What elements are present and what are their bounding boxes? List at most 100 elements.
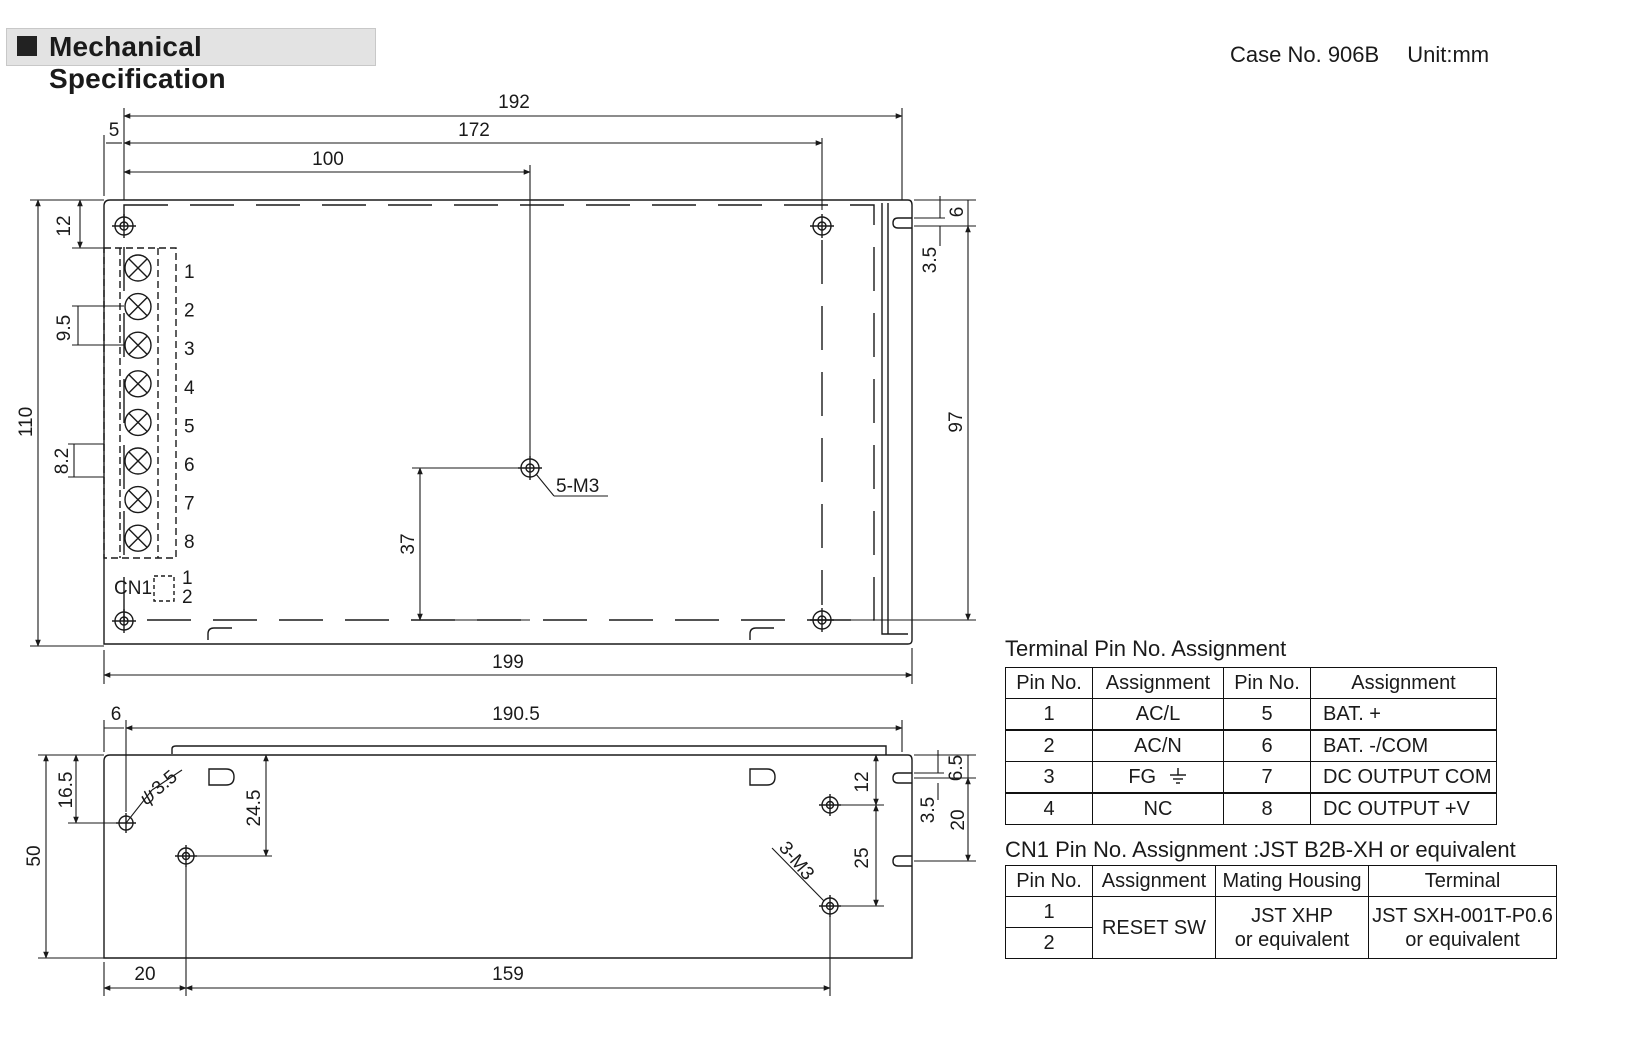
cn1-pin-table: Pin No. Assignment Mating Housing Termin… [1005,865,1557,959]
pin-number: 1 [1005,896,1093,928]
mounting-hole [112,609,136,633]
table-row: 2 AC/N 6 BAT. -/COM [1005,729,1497,762]
dim-6-5: 6.5 [946,755,967,781]
terminal-pin-label: 6 [184,455,195,476]
top-view-labels: 192 172 5 100 110 12 9.5 8.2 6 3.5 97 37… [16,92,968,673]
column-header: Assignment [1092,865,1216,897]
table-header-row: Pin No. Assignment Pin No. Assignment [1005,667,1497,699]
dim-159: 159 [492,964,524,985]
terminal-pin-label: 4 [184,378,195,399]
side-view-outline [103,754,913,959]
dim-25: 25 [852,847,873,868]
column-header: Pin No. [1005,667,1093,699]
mounting-hole [518,456,542,480]
pin-number: 6 [1223,729,1311,762]
column-header: Pin No. [1005,865,1093,897]
dim-3-5-side: 3.5 [918,797,939,823]
screw-terminal [124,370,152,398]
dim-12-side: 12 [852,771,873,792]
column-header: Terminal [1368,865,1557,897]
vent-slot [749,768,776,786]
hidden-outline [123,204,875,621]
ground-icon [1169,767,1186,784]
pin-assignment: AC/N [1092,729,1224,762]
mounting-slot [892,855,912,867]
table-header-row: Pin No. Assignment Mating Housing Termin… [1005,865,1557,897]
column-header: Mating Housing [1215,865,1369,897]
dim-190-5: 190.5 [492,704,540,725]
table-row: 1 AC/L 5 BAT. + [1005,698,1497,731]
pin-assignment-fg: FG [1092,761,1224,794]
dim-12: 12 [54,215,75,236]
dim-37: 37 [398,533,419,554]
pin-number: 2 [1005,927,1093,959]
housing-line: JST XHP [1251,904,1333,927]
dim-9-5: 9.5 [54,315,75,341]
screw-terminal [124,254,152,282]
mounting-hole [175,845,197,867]
square-bullet-icon [17,36,37,56]
pin-assignment: BAT. -/COM [1310,729,1497,762]
screw-terminal [124,408,152,437]
cn1-pin-label: 1 [182,568,193,589]
terminal-screws [124,254,152,552]
terminal-pin-label: 7 [184,494,195,515]
terminal-pin-table: Pin No. Assignment Pin No. Assignment 1 … [1005,667,1497,825]
cn1-pin-label: 2 [182,587,193,608]
pin-number: 2 [1005,729,1093,762]
pin-assignment: DC OUTPUT COM [1310,761,1497,794]
terminal-pin-label: 3 [184,339,195,360]
vent-slot [208,768,235,786]
housing-line: or equivalent [1234,928,1350,951]
pin-number: 1 [1005,698,1093,731]
pin-number: 8 [1223,792,1311,825]
pin-number: 7 [1223,761,1311,794]
terminal-line: or equivalent [1405,928,1520,951]
cn1-label: CN1 [114,578,152,599]
top-view-holes [112,214,834,633]
side-view-dimensions [38,720,976,996]
dim-6-side: 6 [111,704,122,725]
top-view-outline [103,199,913,645]
pin-number: 4 [1005,792,1093,825]
dim-100: 100 [312,149,344,170]
dim-97: 97 [946,411,967,432]
terminal-pin-label: 1 [184,262,195,283]
mounting-hole [819,895,841,917]
top-view [103,199,913,645]
terminal-pin-label: 8 [184,532,195,553]
pin-assignment: AC/L [1092,698,1224,731]
mounting-hole [810,214,834,238]
mounting-hole [112,214,136,238]
dim-110: 110 [16,407,37,437]
screw-terminal [124,292,152,321]
terminal-line: JST SXH-001T-P0.6 [1372,904,1553,927]
table-row: 3 FG 7 DC OUTPUT COM [1005,761,1497,794]
table-row: 4 NC 8 DC OUTPUT +V [1005,792,1497,825]
section-title: Mechanical Specification [49,31,226,94]
dim-5: 5 [109,120,120,141]
dim-192: 192 [498,92,530,113]
mounting-slot [892,772,912,784]
cn1-table-title: CN1 Pin No. Assignment :JST B2B-XH or eq… [1005,837,1516,862]
flange-edge [881,203,908,635]
terminal-pin-label: 2 [184,301,195,322]
pin-assignment: DC OUTPUT +V [1310,792,1497,825]
cn1-connector [153,575,175,602]
screw-label-5-m3: 5-M3 [556,476,599,497]
dim-50: 50 [24,845,45,866]
screw-terminal [124,485,152,514]
pin-number: 3 [1005,761,1093,794]
side-view [103,745,913,959]
dim-20-right: 20 [948,809,969,830]
dim-24-5: 24.5 [244,790,265,827]
pin-assignment: FG [1128,765,1157,788]
mounting-slot [892,217,912,229]
pin-assignment: RESET SW [1092,896,1216,959]
side-view-top-lip [171,745,887,755]
column-header: Assignment [1310,667,1497,699]
